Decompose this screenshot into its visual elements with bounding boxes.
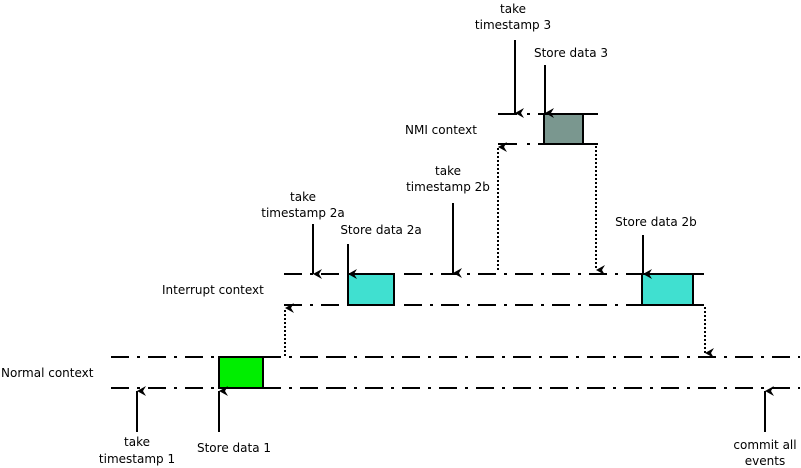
store-data-2a-label: Store data 2a	[340, 223, 421, 237]
store-data-1-block	[218, 356, 264, 389]
take-timestamp-3-label-line2: timestamp 3	[475, 18, 551, 32]
interrupt-context-lane: Interrupt context	[162, 273, 704, 306]
take-timestamp-1-label-line1: take	[124, 435, 150, 449]
store-data-2a-block	[347, 273, 395, 306]
store-data-2b-label: Store data 2b	[615, 215, 697, 229]
interrupt-context-label: Interrupt context	[162, 283, 264, 297]
take-timestamp-1-label-line2: timestamp 1	[99, 452, 175, 466]
take-timestamp-2a-label-line1: take	[290, 190, 316, 204]
store-data-2b-block	[641, 273, 694, 306]
nmi-context-lane: NMI context	[405, 113, 598, 145]
take-timestamp-3-label-line1: take	[500, 2, 526, 16]
nmi-context-label: NMI context	[405, 123, 477, 137]
store-data-3-label: Store data 3	[534, 46, 608, 60]
commit-all-events-label-line2: events	[745, 454, 785, 468]
store-data-3-block	[543, 113, 584, 145]
normal-context-lane: Normal context	[1, 356, 800, 389]
take-timestamp-2b-label-line2: timestamp 2b	[406, 180, 490, 194]
commit-all-events-label-line1: commit all	[733, 438, 796, 452]
take-timestamp-2a-label-line2: timestamp 2a	[261, 206, 345, 220]
store-data-1-label: Store data 1	[197, 441, 271, 455]
take-timestamp-2b-label-line1: take	[435, 164, 461, 178]
normal-context-label: Normal context	[1, 366, 94, 380]
